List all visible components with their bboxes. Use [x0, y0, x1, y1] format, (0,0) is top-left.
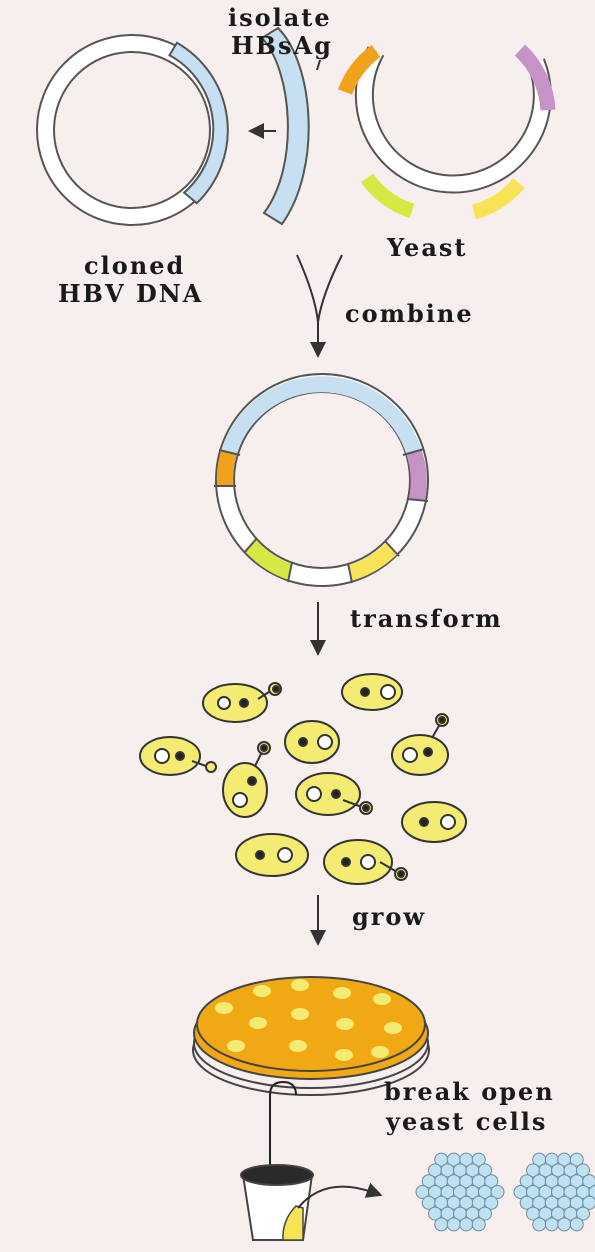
yeast-cell [392, 714, 448, 775]
hbsag-particle [447, 1218, 460, 1231]
yeast-cell [236, 834, 308, 876]
hbsag-particle [472, 1218, 485, 1231]
test-tube [241, 1165, 375, 1240]
purple-segment-2 [414, 452, 419, 500]
hbv-dna-label: HBV DNA [58, 282, 203, 306]
yeast-plasmid [345, 50, 548, 212]
yeast-cell [402, 802, 466, 842]
hbsag-particle-cluster-left [416, 1153, 504, 1231]
yeast-cell [342, 674, 402, 710]
yeast-cells [140, 674, 466, 884]
pointer-line [317, 60, 320, 70]
yeast-cell [203, 683, 281, 722]
grow-label: grow [352, 905, 426, 929]
hbsag-particle [435, 1218, 448, 1231]
petri-dish [193, 977, 429, 1165]
recombinant-plasmid [214, 383, 428, 583]
isolate-label: isolate [228, 6, 332, 30]
hbsag-particle [545, 1218, 558, 1231]
cloned-label: cloned [84, 254, 185, 278]
combine-arrow [297, 255, 342, 350]
hbsag-particle [460, 1218, 473, 1231]
hbsag-particle [558, 1218, 571, 1231]
lime-segment [367, 178, 412, 211]
yeast-cell [285, 721, 339, 763]
hbsag-label: HBsAg [231, 34, 333, 58]
yeast-label: Yeast [387, 236, 467, 260]
yeast-cell [140, 737, 216, 775]
hbsag-particle [570, 1218, 583, 1231]
combine-label: combine [345, 302, 474, 326]
yeast-cells-label: yeast cells [386, 1110, 547, 1134]
yeast-cell [324, 840, 407, 884]
transform-label: transform [350, 607, 503, 631]
hbsag-insert-segment [229, 384, 414, 452]
yeast-cell [296, 773, 372, 815]
orange-segment-2 [225, 452, 229, 486]
hbsag-particle [533, 1218, 546, 1231]
hbsag-particles [416, 1153, 595, 1231]
break-open-label: break open [384, 1080, 555, 1104]
hbsag-particle-cluster-right [514, 1153, 595, 1231]
hbv-dna-plasmid [37, 35, 228, 225]
yeast-cell [223, 742, 270, 817]
